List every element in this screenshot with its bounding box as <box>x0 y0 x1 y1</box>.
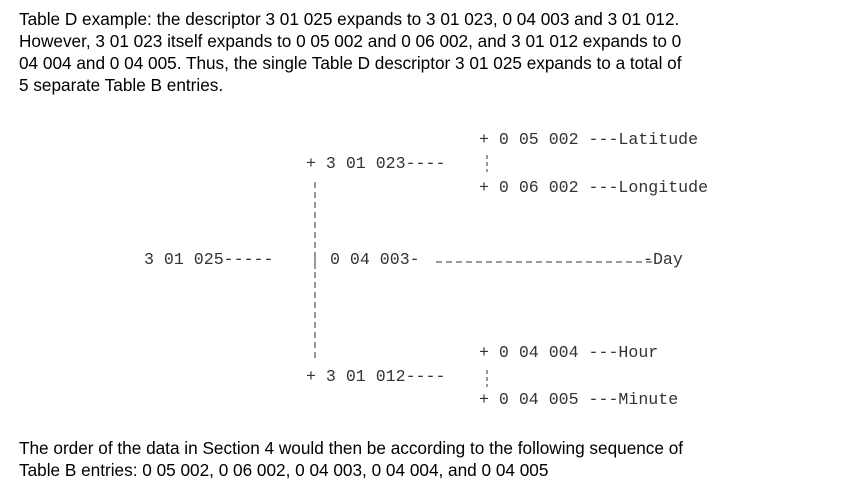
intro-line-4: 5 separate Table B entries. <box>19 75 224 95</box>
intro-line-1: Table D example: the descriptor 3 01 025… <box>19 9 680 29</box>
intro-line-3: 04 004 and 0 04 005. Thus, the single Ta… <box>19 53 682 73</box>
longitude-entry: + 0 06 002 ---Longitude <box>479 178 709 197</box>
intro-paragraph: Table D example: the descriptor 3 01 025… <box>19 8 854 96</box>
outro-line-2: Table B entries: 0 05 002, 0 06 002, 0 0… <box>19 460 549 480</box>
descriptor-301025: 3 01 025----- <box>144 250 274 269</box>
hour-entry: + 0 04 004 ---Hour <box>479 343 659 362</box>
outro-paragraph: The order of the data in Section 4 would… <box>19 437 854 481</box>
descriptor-301023: + 3 01 023---- <box>306 154 446 173</box>
outro-line-1: The order of the data in Section 4 would… <box>19 438 684 458</box>
day-entry-label: -Day <box>643 250 683 269</box>
minute-entry: + 0 04 005 ---Minute <box>479 390 679 409</box>
day-entry-code: 0 04 003- <box>330 250 420 269</box>
latitude-entry: + 0 05 002 ---Latitude <box>479 130 699 149</box>
intro-line-2: However, 3 01 023 itself expands to 0 05… <box>19 31 682 51</box>
descriptor-301012: + 3 01 012---- <box>306 367 446 386</box>
